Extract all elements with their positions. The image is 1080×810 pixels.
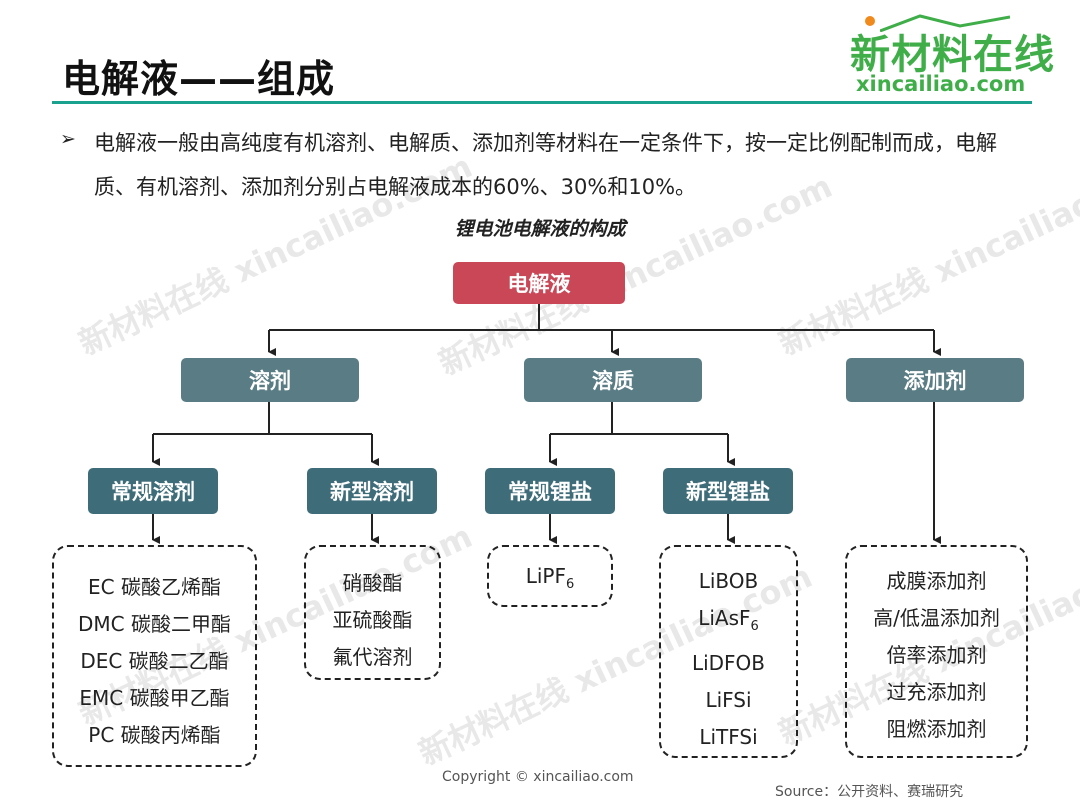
logo-roof-icon	[880, 14, 1010, 32]
list-item: 氟代溶剂	[332, 645, 413, 669]
list-item: EC 碳酸乙烯酯	[88, 575, 221, 599]
logo-url: xincailiao.com	[856, 72, 1026, 96]
copyright: Copyright © xincailiao.com	[442, 769, 634, 785]
list-item-lipf6: LiPF6	[489, 561, 611, 600]
list-item: 阻燃添加剂	[886, 717, 987, 741]
page-title: 电解液——组成	[62, 57, 336, 101]
bullet-icon: ➢	[60, 128, 76, 150]
list-item: 成膜添加剂	[886, 569, 987, 593]
list-item: LiAsF6	[698, 606, 759, 634]
list-conventional-solvents: EC 碳酸乙烯酯 DMC 碳酸二甲酯 DEC 碳酸二乙酯 EMC 碳酸甲乙酯 P…	[52, 545, 257, 767]
source-note: Source：公开资料、赛瑞研究	[775, 784, 964, 800]
list-item: 倍率添加剂	[886, 643, 987, 667]
list-item: LiTFSi	[699, 725, 758, 749]
list-item: 高/低温添加剂	[873, 606, 1000, 630]
list-additives: 成膜添加剂 高/低温添加剂 倍率添加剂 过充添加剂 阻燃添加剂	[845, 545, 1028, 758]
title-underline	[52, 101, 1032, 104]
list-conventional-salts: LiPF6	[487, 545, 613, 607]
logo-dot	[865, 16, 875, 26]
node-solute: 溶质	[524, 358, 702, 402]
list-new-salts: LiBOB LiAsF6 LiDFOB LiFSi LiTFSi	[659, 545, 798, 758]
node-solvent: 溶剂	[181, 358, 359, 402]
root-node: 电解液	[453, 262, 625, 304]
node-conventional-salt: 常规锂盐	[485, 468, 615, 514]
list-item: LiFSi	[705, 688, 752, 712]
node-new-solvent: 新型溶剂	[307, 468, 437, 514]
list-item: EMC 碳酸甲乙酯	[79, 686, 230, 710]
list-item: LiDFOB	[691, 651, 766, 675]
list-item: 过充添加剂	[886, 680, 987, 704]
list-item: DMC 碳酸二甲酯	[78, 612, 231, 636]
list-item: 亚硫酸酯	[332, 608, 413, 632]
node-conventional-solvent: 常规溶剂	[88, 468, 218, 514]
list-item: LiBOB	[698, 569, 759, 593]
list-item: DEC 碳酸二乙酯	[80, 649, 229, 673]
list-item: PC 碳酸丙烯酯	[88, 723, 221, 747]
list-item: 硝酸酯	[342, 571, 403, 595]
diagram-title: 锂电池电解液的构成	[454, 218, 626, 240]
intro-text: 电解液一般由高纯度有机溶剂、电解质、添加剂等材料在一定条件下，按一定比例配制而成…	[94, 131, 997, 199]
logo-text: 新材料在线	[850, 32, 1055, 78]
node-new-salt: 新型锂盐	[663, 468, 793, 514]
list-new-solvents: 硝酸酯 亚硫酸酯 氟代溶剂	[304, 545, 441, 680]
formula-text: LiPF6	[525, 564, 575, 592]
node-additive: 添加剂	[846, 358, 1024, 402]
